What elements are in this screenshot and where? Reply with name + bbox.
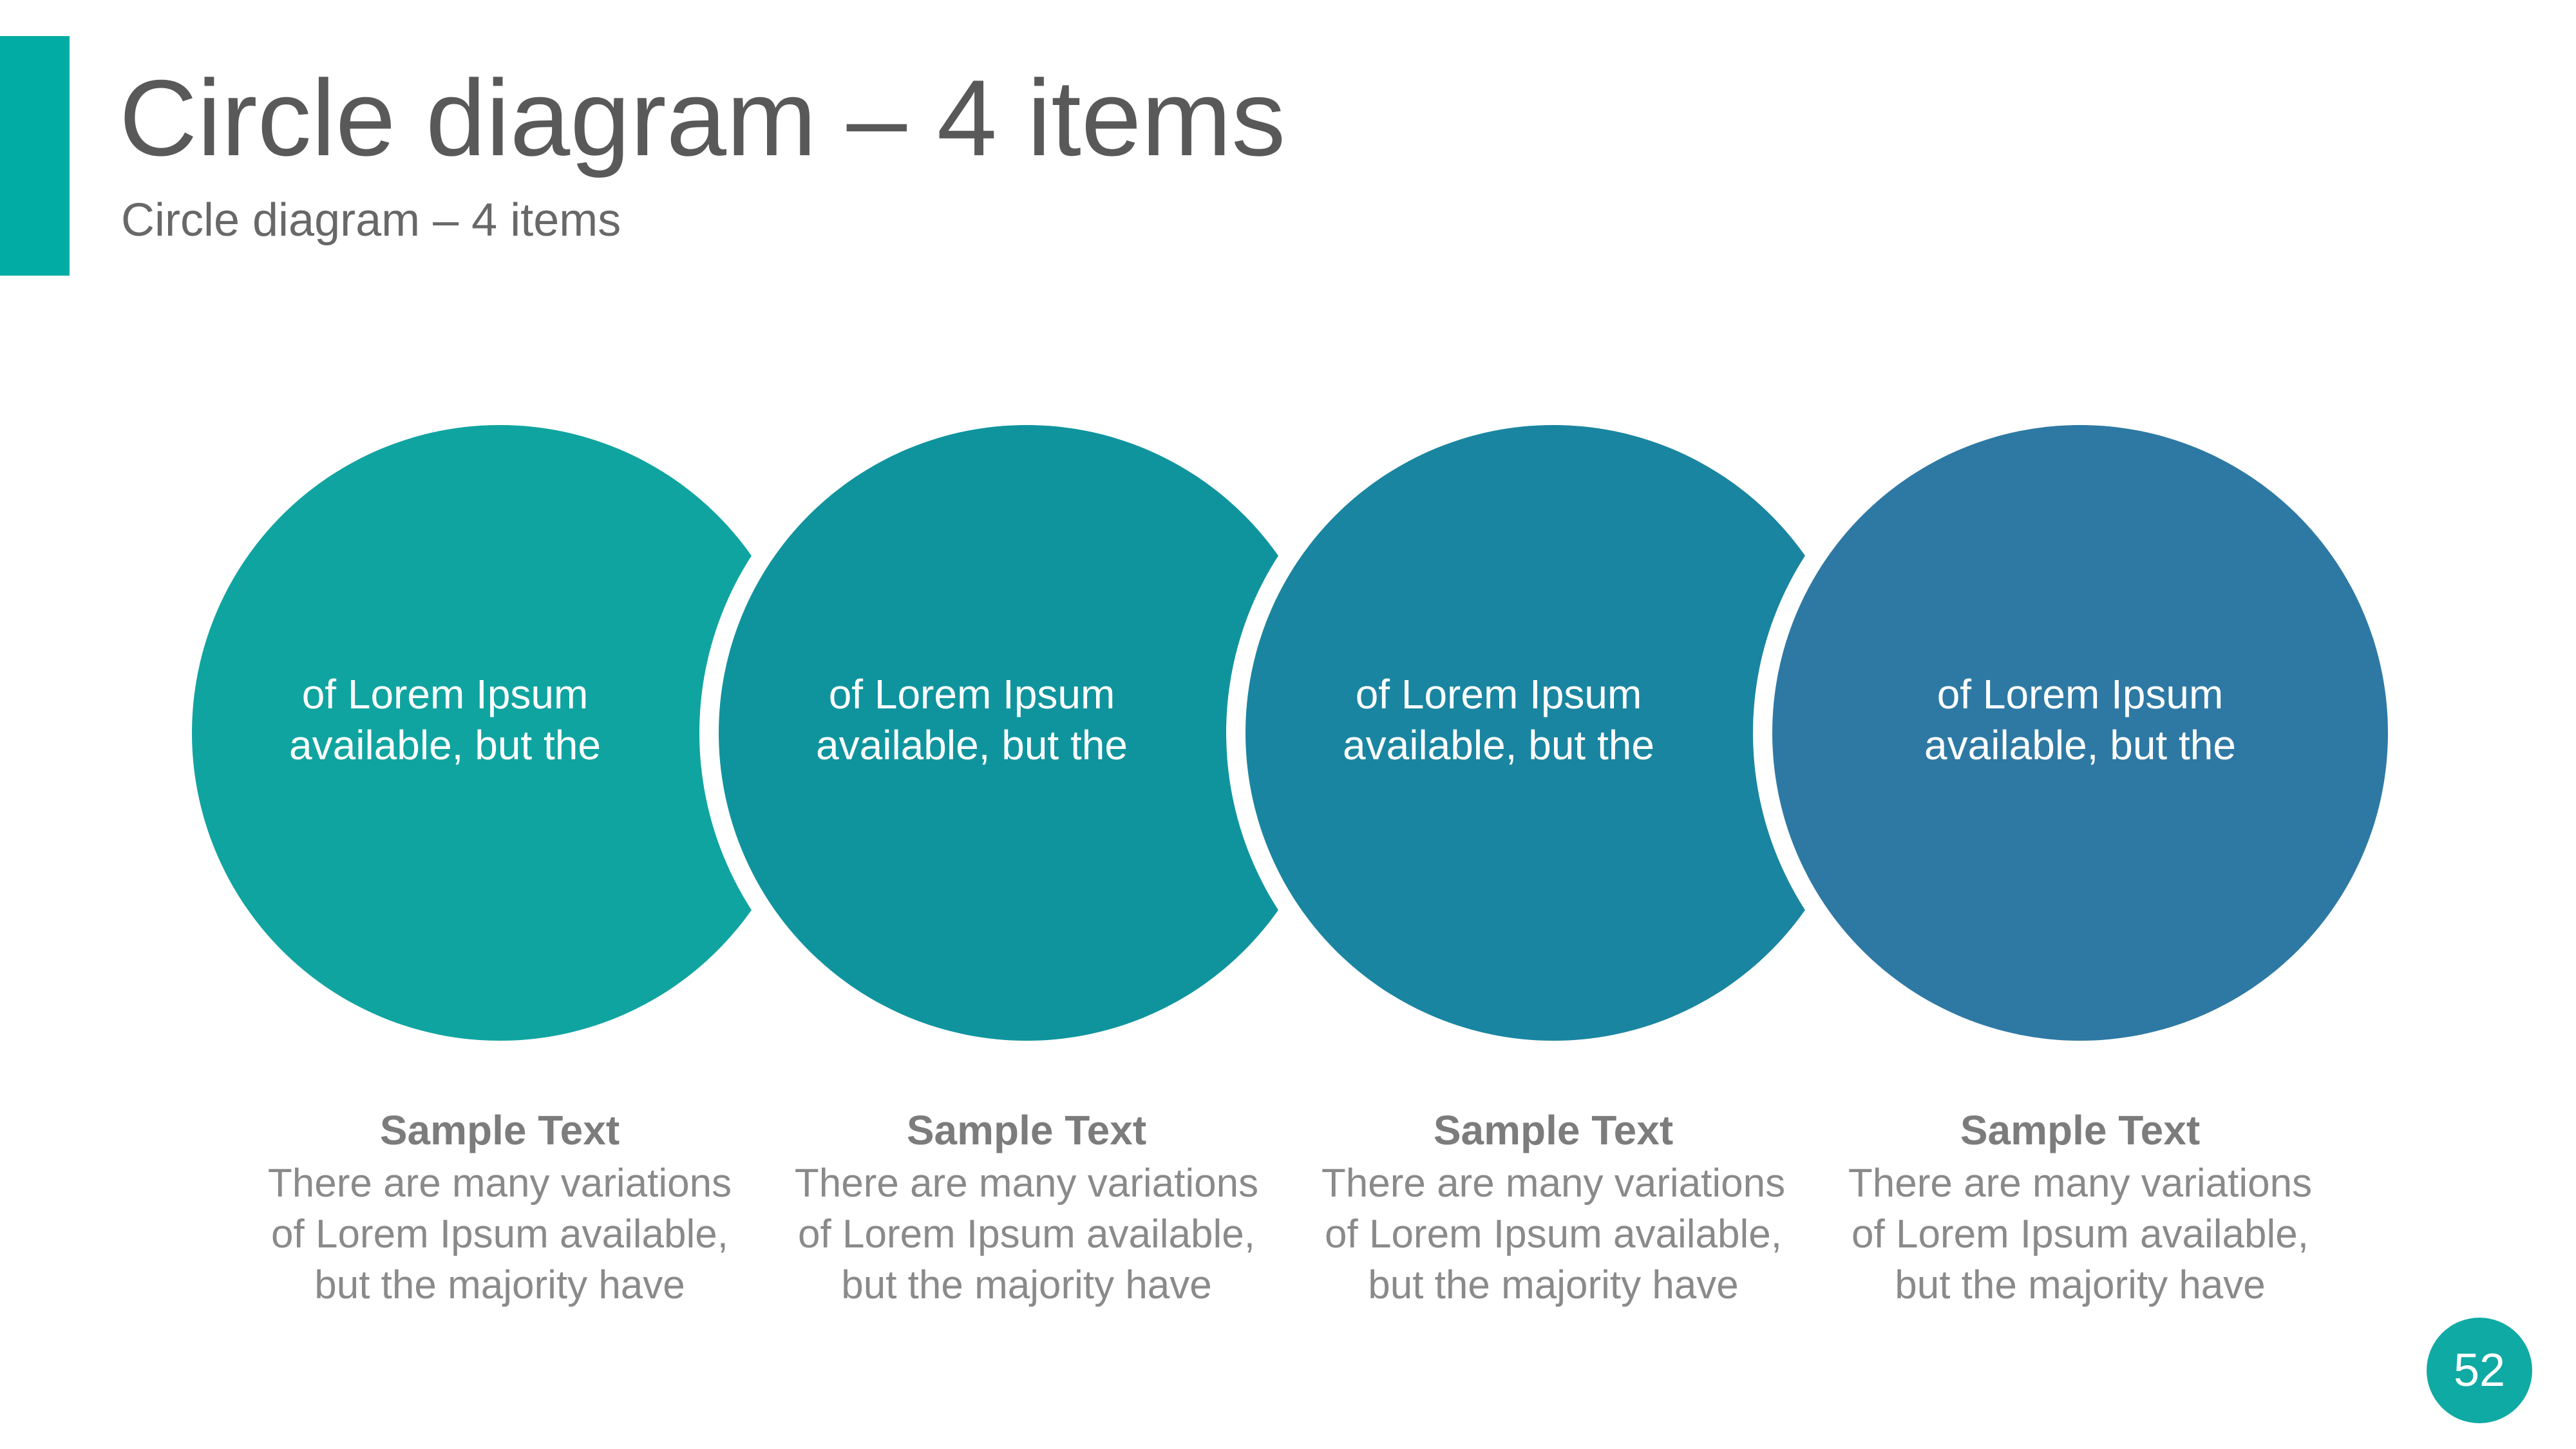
caption-1-line2: of Lorem Ipsum available, (271, 1212, 728, 1256)
caption-2-title: Sample Text (906, 1107, 1147, 1153)
caption-1-title: Sample Text (379, 1107, 620, 1153)
caption-1-line3: but the majority have (314, 1263, 685, 1307)
caption-2-line1: There are many variations (794, 1161, 1259, 1206)
circle-2-text-line1: of Lorem Ipsum (828, 671, 1115, 717)
circle-4: of Lorem Ipsum available, but the (1772, 425, 2388, 1041)
caption-4-title: Sample Text (1960, 1107, 2201, 1153)
caption-4-line2: of Lorem Ipsum available, (1852, 1212, 2309, 1256)
circle-2-text-line2: available, but the (816, 722, 1128, 768)
circle-3: of Lorem Ipsum available, but the (1245, 425, 1861, 1041)
caption-3-title: Sample Text (1433, 1107, 1674, 1153)
slide-subtitle: Circle diagram – 4 items (121, 194, 621, 246)
circle-4-text-line2: available, but the (1924, 722, 2236, 768)
circle-3-text-line2: available, but the (1343, 722, 1654, 768)
page-number-badge: 52 (2427, 1318, 2532, 1423)
caption-2-line3: but the majority have (841, 1263, 1212, 1307)
circle-1-text: of Lorem Ipsum available, but the (289, 669, 601, 771)
caption-1: Sample Text There are many variations of… (255, 1103, 744, 1311)
caption-3-line3: but the majority have (1368, 1263, 1739, 1307)
caption-4-line3: but the majority have (1895, 1263, 2266, 1307)
circle-4-text: of Lorem Ipsum available, but the (1924, 669, 2236, 771)
slide-title: Circle diagram – 4 items (119, 57, 1286, 178)
accent-bar (0, 36, 70, 276)
caption-4: Sample Text There are many variations of… (1835, 1103, 2325, 1311)
caption-2-line2: of Lorem Ipsum available, (798, 1212, 1255, 1256)
caption-2: Sample Text There are many variations of… (782, 1103, 1271, 1311)
caption-3-line1: There are many variations (1321, 1161, 1786, 1206)
circle-1: of Lorem Ipsum available, but the (192, 425, 808, 1041)
caption-1-line1: There are many variations (267, 1161, 732, 1206)
circle-3-text-line1: of Lorem Ipsum (1355, 671, 1642, 717)
caption-3-line2: of Lorem Ipsum available, (1325, 1212, 1782, 1256)
circle-2: of Lorem Ipsum available, but the (719, 425, 1334, 1041)
caption-3: Sample Text There are many variations of… (1309, 1103, 1798, 1311)
circle-4-text-line1: of Lorem Ipsum (1937, 671, 2224, 717)
circle-1-text-line2: available, but the (289, 722, 601, 768)
caption-4-line1: There are many variations (1848, 1161, 2313, 1206)
circle-3-text: of Lorem Ipsum available, but the (1343, 669, 1654, 771)
circle-1-text-line1: of Lorem Ipsum (301, 671, 589, 717)
circle-2-text: of Lorem Ipsum available, but the (816, 669, 1128, 771)
